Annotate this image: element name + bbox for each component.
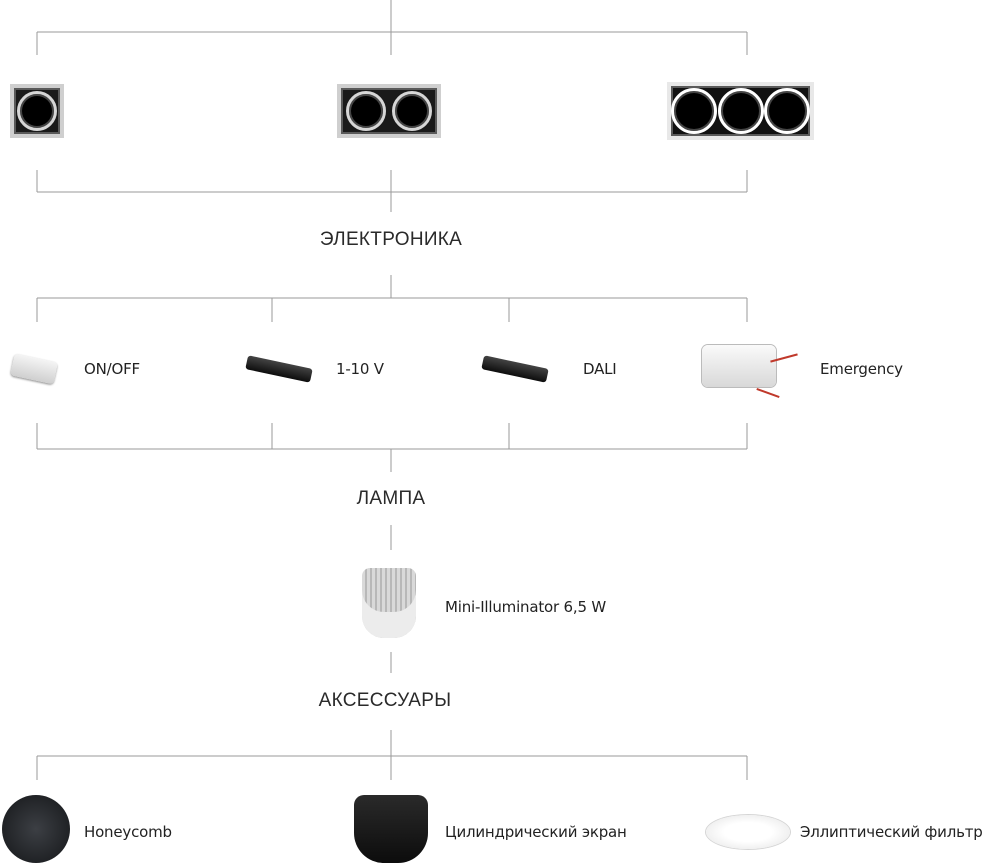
lens-icon bbox=[763, 88, 810, 134]
item-label-dali: DALI bbox=[583, 360, 617, 378]
lens-icon bbox=[717, 88, 764, 134]
item-label-onoff: ON/OFF bbox=[84, 360, 140, 378]
connector-top bbox=[36, 0, 748, 55]
elliptic-filter-icon bbox=[706, 815, 790, 849]
emergency-kit-icon bbox=[702, 345, 776, 387]
item-label-cylinder-screen: Цилиндрический экран bbox=[445, 823, 627, 841]
housing-single bbox=[10, 84, 64, 138]
item-label-elliptic-filter: Эллиптический фильтр bbox=[800, 823, 983, 841]
connector-electronics-merge bbox=[36, 423, 748, 472]
lens-icon bbox=[391, 91, 432, 131]
section-title-accessories: АКСЕССУАРЫ bbox=[318, 690, 452, 711]
housing-triple bbox=[667, 82, 814, 140]
lens-icon bbox=[346, 91, 387, 131]
lens-icon bbox=[17, 91, 57, 131]
item-label-honeycomb: Honeycomb bbox=[84, 823, 172, 841]
item-label-lamp: Mini-Illuminator 6,5 W bbox=[445, 598, 606, 616]
lamp-icon bbox=[362, 568, 416, 638]
housing-double bbox=[337, 84, 441, 138]
connector-accessories-split bbox=[36, 730, 748, 780]
connector-housings-merge bbox=[36, 170, 748, 212]
lens-icon bbox=[671, 88, 718, 134]
section-title-lamp: ЛАМПА bbox=[356, 488, 426, 509]
item-label-emergency: Emergency bbox=[820, 360, 903, 378]
section-title-electronics: ЭЛЕКТРОНИКА bbox=[319, 229, 463, 250]
connector-electronics-split bbox=[36, 275, 748, 322]
cylinder-screen-icon bbox=[354, 795, 428, 863]
honeycomb-icon bbox=[2, 795, 70, 863]
item-label-1-10v: 1-10 V bbox=[336, 360, 384, 378]
